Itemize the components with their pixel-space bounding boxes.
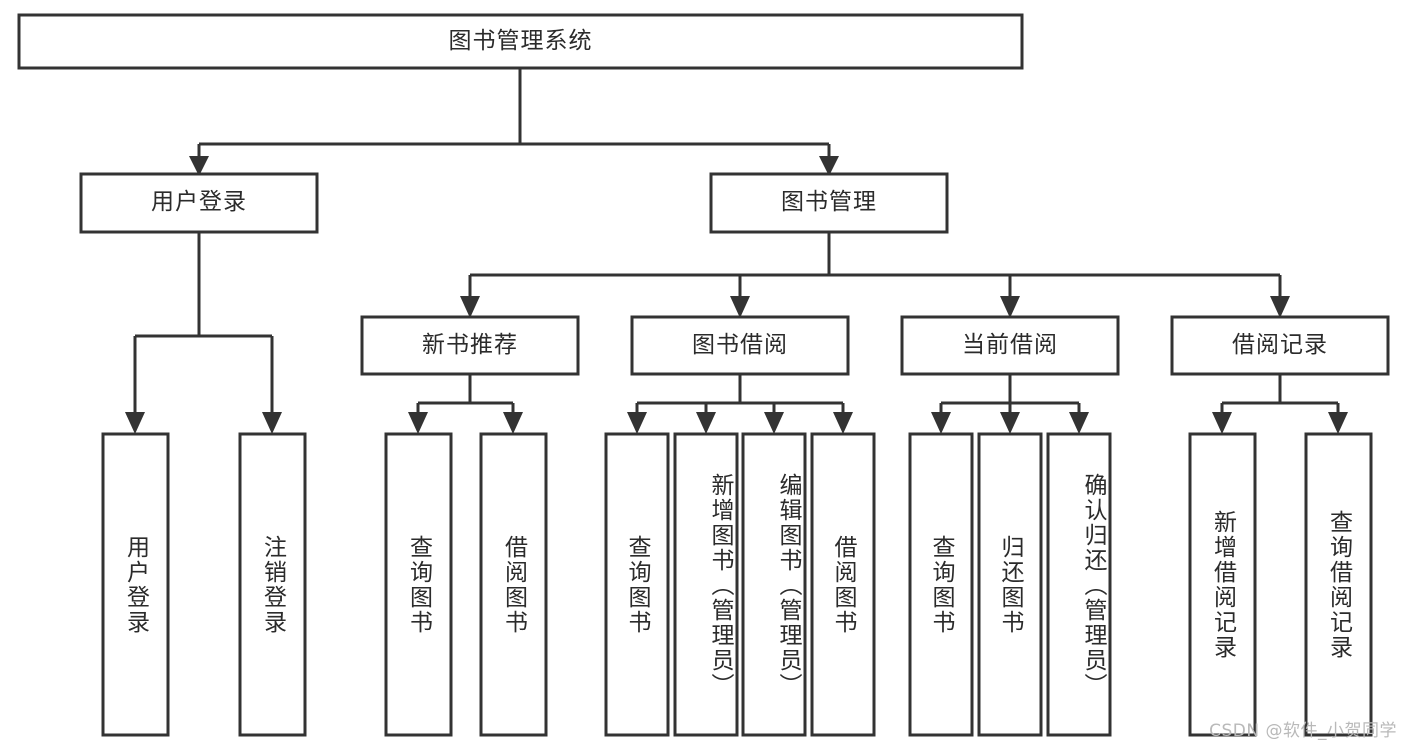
arrowhead-login-leaf-1 xyxy=(125,412,145,434)
arrowhead-newbook-leaf-1 xyxy=(408,412,428,434)
node-newbook-box[interactable] xyxy=(360,315,580,376)
node-leaf-bo-borrow-box[interactable] xyxy=(810,432,876,737)
node-leaf-bo-query-box[interactable] xyxy=(604,432,670,737)
node-leaf-nb-borrow-box[interactable] xyxy=(479,432,548,737)
arrowhead-bookmgmt-child-2 xyxy=(730,296,750,318)
node-login-box[interactable] xyxy=(79,172,319,234)
arrowhead-newbook-leaf-2 xyxy=(503,412,523,434)
node-leaf-re-add-box[interactable] xyxy=(1188,432,1257,737)
node-records-box[interactable] xyxy=(1170,315,1390,376)
arrowhead-bookmgmt-child-3 xyxy=(1000,296,1020,318)
arrowhead-login-leaf-2 xyxy=(262,412,282,434)
node-root-box[interactable] xyxy=(17,13,1024,70)
arrowhead-records-leaf-1 xyxy=(1212,412,1232,434)
node-borrow-box[interactable] xyxy=(630,315,850,376)
node-leaf-bo-edit-box[interactable] xyxy=(741,432,807,737)
arrowhead-root-to-login xyxy=(189,156,209,176)
arrowhead-bookmgmt-child-4 xyxy=(1270,296,1290,318)
node-leaf-nb-query-box[interactable] xyxy=(384,432,453,737)
arrowhead-borrow-leaf-2 xyxy=(696,412,716,434)
arrowhead-current-leaf-3 xyxy=(1069,412,1089,434)
node-leaf-user-login-box[interactable] xyxy=(101,432,170,737)
arrowhead-borrow-leaf-4 xyxy=(833,412,853,434)
arrowhead-current-leaf-2 xyxy=(1000,412,1020,434)
arrowhead-borrow-leaf-3 xyxy=(764,412,784,434)
arrowhead-root-to-bookmgmt xyxy=(819,156,839,176)
arrowhead-current-leaf-1 xyxy=(931,412,951,434)
node-leaf-cu-query-box[interactable] xyxy=(908,432,974,737)
node-bookmgmt-box[interactable] xyxy=(709,172,949,234)
node-leaf-bo-add-box[interactable] xyxy=(673,432,739,737)
node-leaf-cu-return-box[interactable] xyxy=(977,432,1043,737)
node-leaf-user-logout-box[interactable] xyxy=(238,432,307,737)
node-leaf-cu-confirm-box[interactable] xyxy=(1046,432,1112,737)
node-current-box[interactable] xyxy=(900,315,1120,376)
arrowhead-borrow-leaf-1 xyxy=(627,412,647,434)
node-leaf-re-query-box[interactable] xyxy=(1304,432,1373,737)
arrowhead-records-leaf-2 xyxy=(1328,412,1348,434)
arrowhead-bookmgmt-child-1 xyxy=(460,296,480,318)
